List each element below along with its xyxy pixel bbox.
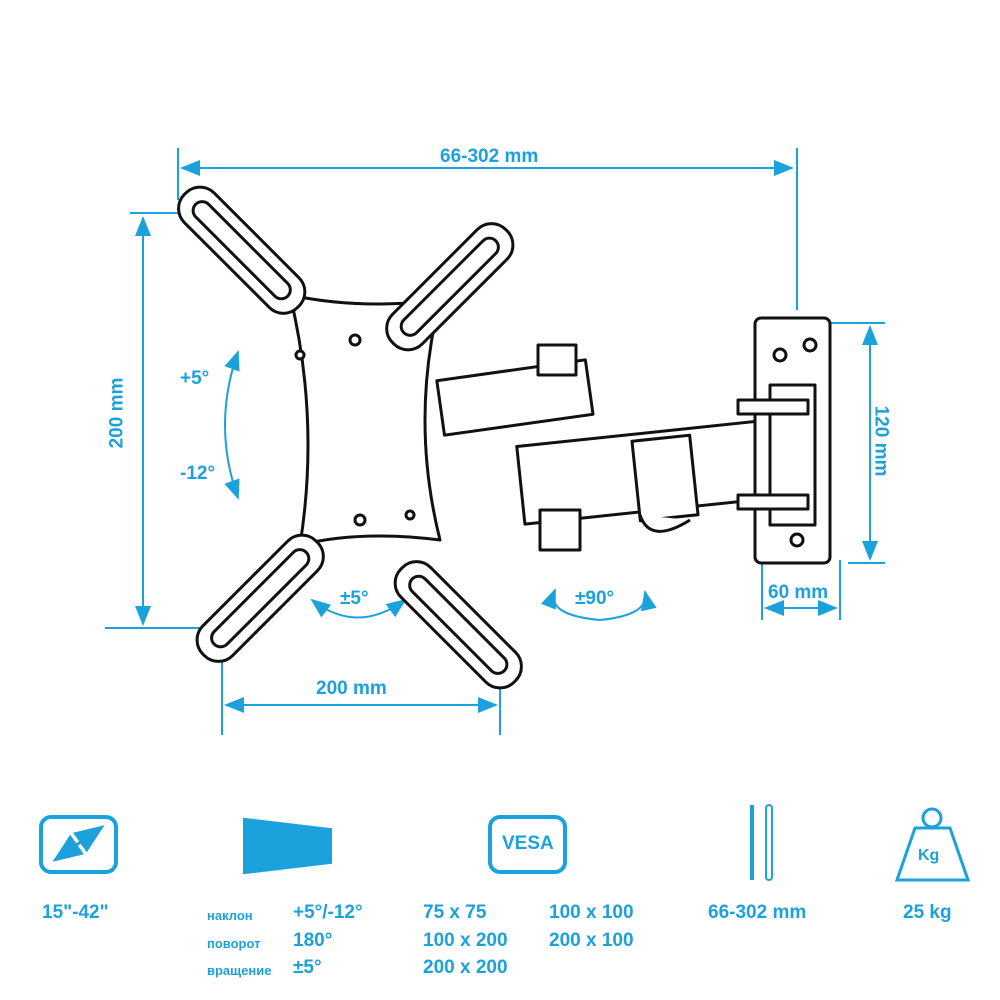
rotation-value: ±5° xyxy=(293,957,322,978)
vesa-size: 75 x 75 xyxy=(423,902,487,923)
height-dimension: 200 mm xyxy=(106,377,128,449)
wall-plate-height: 120 mm xyxy=(870,405,892,477)
dimension-lines xyxy=(105,148,885,735)
weight-icon-text: Kg xyxy=(918,847,940,864)
vesa-icon-text: VESA xyxy=(502,833,554,854)
tilt-up-label: +5° xyxy=(180,368,210,389)
screen-size-value: 15"-42" xyxy=(42,902,109,923)
swivel-name: поворот xyxy=(207,936,261,951)
vesa-size: 100 x 200 xyxy=(423,930,508,951)
swivel-label: ±90° xyxy=(575,588,615,609)
weight-value: 25 kg xyxy=(903,902,952,923)
distance-value: 66-302 mm xyxy=(708,902,807,923)
wall-plate-depth: 60 mm xyxy=(768,582,829,603)
tilt-name: наклон xyxy=(207,908,253,923)
vesa-size: 200 x 100 xyxy=(549,930,634,951)
tilt-swivel-icon xyxy=(243,817,332,875)
width-dimension: 66-302 mm xyxy=(440,146,539,167)
spec-icons xyxy=(39,804,971,882)
vesa-size: 200 x 200 xyxy=(423,957,508,978)
screen-size-icon xyxy=(39,815,118,874)
mount-outline xyxy=(177,185,832,690)
vesa-size: 100 x 100 xyxy=(549,902,634,923)
tilt-down-label: -12° xyxy=(180,463,216,484)
swivel-value: 180° xyxy=(293,930,333,951)
vesa-icon xyxy=(488,815,567,874)
vesa-width-dimension: 200 mm xyxy=(316,678,387,699)
tilt-value: +5°/-12° xyxy=(293,902,363,923)
weight-icon xyxy=(894,826,971,882)
rotation-label: ±5° xyxy=(340,588,369,609)
rotation-name: вращение xyxy=(207,963,272,978)
